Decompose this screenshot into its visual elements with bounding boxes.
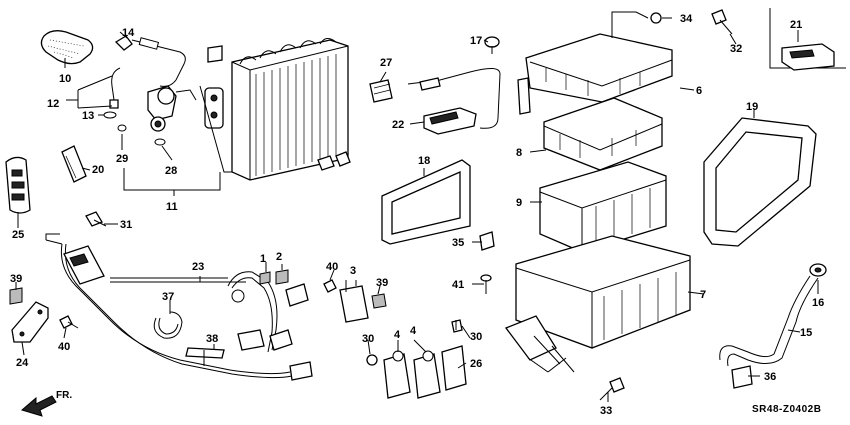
callout-3: 3 bbox=[350, 265, 356, 277]
callout-30-b: 30 bbox=[470, 331, 482, 343]
front-direction-arrow: FR. bbox=[20, 390, 72, 417]
callout-20: 20 bbox=[92, 164, 104, 176]
part-35-clip bbox=[479, 231, 495, 251]
callout-23: 23 bbox=[192, 261, 204, 273]
callout-labels: 10 14 12 13 29 28 11 20 25 31 23 1 2 37 … bbox=[10, 13, 824, 417]
callout-34: 34 bbox=[680, 13, 693, 25]
callout-21: 21 bbox=[790, 19, 802, 31]
part-36-clamp bbox=[731, 365, 753, 389]
callout-39-left: 39 bbox=[10, 273, 22, 285]
part-39-clip-mid bbox=[371, 293, 387, 309]
part-25-grommet bbox=[5, 156, 31, 214]
callout-41: 41 bbox=[452, 279, 464, 291]
callout-39-mid: 39 bbox=[376, 277, 388, 289]
part-19-seal bbox=[703, 117, 817, 247]
callout-27: 27 bbox=[380, 57, 392, 69]
part-30-screw-b bbox=[451, 319, 463, 333]
part-41-screw bbox=[480, 274, 492, 294]
callout-36: 36 bbox=[764, 371, 776, 383]
callout-4-b: 4 bbox=[410, 325, 417, 337]
part-11-evaporator-core bbox=[204, 38, 351, 181]
callout-32: 32 bbox=[730, 43, 742, 55]
part-40-screw-left bbox=[59, 315, 79, 329]
callout-38: 38 bbox=[206, 333, 218, 345]
callout-6: 6 bbox=[696, 85, 702, 97]
part-8-case bbox=[543, 97, 663, 171]
part-15-drain-hose bbox=[719, 275, 819, 367]
part-17-grommet bbox=[484, 36, 500, 54]
callout-7: 7 bbox=[700, 289, 706, 301]
part-thermistor-wire bbox=[407, 68, 501, 129]
part-14-clip bbox=[114, 35, 133, 51]
part-38-bracket bbox=[185, 347, 225, 366]
part-33-screw bbox=[599, 377, 625, 401]
part-expansion-valve bbox=[147, 85, 197, 132]
part-1-connector bbox=[259, 271, 271, 285]
part-10-insulation-pad bbox=[40, 30, 94, 65]
part-4-actuator-b bbox=[413, 350, 441, 399]
part-3-relay bbox=[339, 285, 369, 323]
front-direction-label: FR. bbox=[56, 390, 72, 401]
part-6-upper-case bbox=[517, 33, 673, 115]
part-40-screw-mid bbox=[323, 279, 337, 293]
part-16-grommet bbox=[809, 263, 827, 277]
callout-13: 13 bbox=[82, 110, 94, 122]
callout-4-a: 4 bbox=[394, 329, 401, 341]
callout-37: 37 bbox=[162, 291, 174, 303]
callout-29: 29 bbox=[116, 153, 128, 165]
part-20-seal bbox=[61, 145, 87, 183]
part-27-connector bbox=[369, 79, 393, 103]
part-21-box bbox=[769, 8, 846, 71]
diagram-code: SR48-Z0402B bbox=[752, 404, 821, 415]
callout-25: 25 bbox=[12, 229, 24, 241]
part-24-bracket bbox=[11, 301, 49, 343]
leader-lines bbox=[15, 11, 819, 402]
part-12-sensor-tube bbox=[109, 37, 186, 109]
callout-16: 16 bbox=[812, 297, 824, 309]
callout-15: 15 bbox=[800, 327, 812, 339]
callout-14: 14 bbox=[122, 27, 135, 39]
callout-2: 2 bbox=[276, 251, 282, 263]
part-2-connector bbox=[275, 269, 289, 285]
part-7-lower-case bbox=[504, 235, 691, 373]
callout-22: 22 bbox=[392, 119, 404, 131]
part-22-thermistor bbox=[423, 107, 477, 135]
callout-1: 1 bbox=[260, 253, 266, 265]
part-26-bracket bbox=[441, 345, 467, 391]
part-23-wire-harness bbox=[60, 243, 313, 381]
callout-31: 31 bbox=[120, 219, 132, 231]
callout-18: 18 bbox=[418, 155, 430, 167]
part-18-seal-frame bbox=[381, 159, 471, 245]
callout-12: 12 bbox=[47, 98, 59, 110]
callout-11: 11 bbox=[166, 201, 178, 213]
callout-35: 35 bbox=[452, 237, 464, 249]
callout-19: 19 bbox=[746, 101, 758, 113]
callout-28: 28 bbox=[165, 165, 177, 177]
callout-30-a: 30 bbox=[362, 333, 374, 345]
callout-26: 26 bbox=[470, 358, 482, 370]
callout-24: 24 bbox=[16, 357, 29, 369]
callout-17: 17 bbox=[470, 35, 482, 47]
callout-9: 9 bbox=[516, 197, 522, 209]
part-31-bolt bbox=[85, 211, 107, 227]
part-30-screw-a bbox=[366, 354, 378, 366]
callout-40-mid: 40 bbox=[326, 261, 338, 273]
part-39-clip-left bbox=[9, 287, 23, 305]
part-9-case bbox=[539, 161, 667, 253]
callout-10: 10 bbox=[59, 73, 71, 85]
callout-40-left: 40 bbox=[58, 341, 70, 353]
part-28-o-ring bbox=[154, 138, 166, 146]
part-13-o-ring bbox=[103, 111, 117, 119]
part-34-clip bbox=[650, 12, 662, 24]
callout-33: 33 bbox=[600, 405, 612, 417]
part-29-o-ring bbox=[117, 124, 127, 132]
part-32-screw bbox=[711, 9, 733, 35]
callout-8: 8 bbox=[516, 147, 522, 159]
part-37-holder bbox=[153, 311, 183, 339]
part-4-actuator-a bbox=[383, 350, 411, 399]
